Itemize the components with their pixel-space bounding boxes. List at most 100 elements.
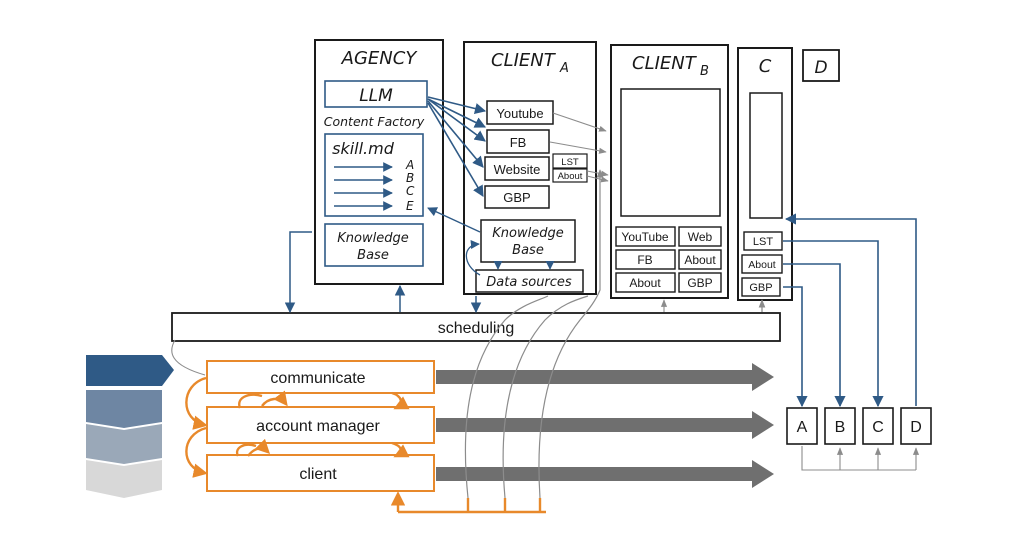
role-client-label: client xyxy=(299,466,337,483)
client-c-panel: C LST About GBP xyxy=(737,47,793,301)
client-c-screen xyxy=(749,92,783,219)
client-a-data-sources-box xyxy=(475,269,584,293)
gbp-to-output-a-arrow xyxy=(783,286,808,408)
gray-arrow xyxy=(552,112,607,132)
client-a-lst-box xyxy=(552,153,588,169)
skill-letter-a: A xyxy=(405,158,414,172)
client-b-title: CLIENT xyxy=(632,53,698,74)
client-a-subscript: A xyxy=(559,61,569,76)
client-b-youtube-box xyxy=(615,226,676,247)
orange-loop-arrow xyxy=(185,376,208,430)
output-a-box xyxy=(786,407,818,445)
client-b-gbp-label: GBP xyxy=(687,276,712,290)
orange-curl-arrow xyxy=(391,391,410,410)
skill-letter-e: E xyxy=(406,199,414,213)
client-c-gbp-box xyxy=(741,277,781,297)
agency-knowledge-base-box xyxy=(324,223,424,267)
client-a-fb-box xyxy=(486,129,550,154)
llm-label: LLM xyxy=(359,86,393,106)
client-b-web-box xyxy=(678,226,722,247)
about-to-output-b-arrow xyxy=(783,263,846,408)
gray-arrow xyxy=(549,141,607,154)
output-bracket xyxy=(801,446,916,471)
client-a-panel: CLIENT A Youtube FB Website LST About GB… xyxy=(463,41,597,295)
output-c-label: C xyxy=(872,419,884,436)
stack-layer xyxy=(86,355,174,386)
client-b-about2-box xyxy=(615,272,676,293)
output-boxes: A B C D xyxy=(786,407,932,445)
orange-curl xyxy=(238,393,263,409)
lst-to-output-c-arrow xyxy=(783,240,884,408)
client-c-lst-box xyxy=(743,231,783,251)
skill-letter-c: C xyxy=(406,184,415,198)
role-account-manager: account manager xyxy=(206,406,435,444)
data-to-kb-loop-arrow xyxy=(465,239,481,276)
client-a-youtube-box xyxy=(486,100,554,125)
llm-arrow-youtube xyxy=(427,96,487,115)
client-d-title: D xyxy=(814,58,827,78)
skill-md-label: skill.md xyxy=(332,139,395,158)
client-a-website-label: Website xyxy=(494,162,541,177)
client-a-gbp-box xyxy=(484,185,550,209)
flow-arrow-account-manager xyxy=(436,411,774,439)
stack-layer xyxy=(86,460,162,498)
llm-arrow-website xyxy=(427,100,484,168)
client-kb-to-skill-arrow xyxy=(427,207,481,233)
client-b-fb-label: FB xyxy=(637,253,652,267)
orange-loop-arrow xyxy=(185,426,208,478)
stack-layer xyxy=(86,424,162,464)
client-c-gbp-label: GBP xyxy=(749,282,772,294)
orange-curl-arrow xyxy=(247,438,271,457)
client-c-title: C xyxy=(759,56,772,77)
client-c-about-box xyxy=(741,254,783,274)
client-c-lst-label: LST xyxy=(753,236,773,248)
flow-arrow-communicate xyxy=(436,363,774,391)
output-c-box xyxy=(862,407,894,445)
agency-knowledge-label: Knowledge xyxy=(337,231,408,246)
client-a-to-b-arrows xyxy=(549,112,609,183)
client-b-gbp-box xyxy=(678,272,722,293)
client-a-title: CLIENT xyxy=(491,50,557,71)
output-d-label: D xyxy=(910,419,922,436)
client-c-about-label: About xyxy=(748,259,776,271)
agency-panel: AGENCY LLM Content Factory skill.md A B … xyxy=(314,39,444,285)
orange-curl-arrow xyxy=(391,441,410,458)
client-b-screen xyxy=(620,88,721,217)
client-b-web-label: Web xyxy=(688,230,713,244)
llm-arrow-extra xyxy=(427,98,487,128)
scheduling-bar: scheduling xyxy=(171,312,781,342)
client-a-about-label: About xyxy=(558,171,583,182)
client-a-fb-label: FB xyxy=(510,135,527,150)
agency-to-scheduling-arrow xyxy=(284,231,312,314)
client-a-data-sources-label: Data sources xyxy=(486,275,572,290)
content-factory-label: Content Factory xyxy=(324,114,425,129)
feedback-curve xyxy=(502,295,589,499)
feedback-curve xyxy=(538,169,604,499)
role-client: client xyxy=(206,454,435,492)
client-a-knowledge-base-box xyxy=(480,219,576,263)
stack-layer xyxy=(86,390,162,428)
orange-curl-arrow xyxy=(261,390,288,407)
output-d-to-client-c-arrow xyxy=(784,213,917,406)
client-b-panel: CLIENT B YouTube Web FB About About GBP xyxy=(610,44,729,299)
client-b-about-label: About xyxy=(684,253,716,267)
feedback-curve xyxy=(464,295,549,499)
agency-title: AGENCY xyxy=(341,48,419,69)
skill-md-box xyxy=(324,133,424,217)
client-a-knowledge-label: Knowledge xyxy=(492,226,563,241)
client-d-panel: D xyxy=(802,49,840,82)
skill-letter-b: B xyxy=(406,171,414,185)
llm-box xyxy=(324,80,428,108)
client-b-about2-label: About xyxy=(629,276,661,290)
output-a-label: A xyxy=(797,419,808,436)
output-b-box xyxy=(824,407,856,445)
output-d-box xyxy=(900,407,932,445)
client-b-about-box xyxy=(678,249,722,270)
skill-arrows xyxy=(334,162,393,211)
agency-base-label: Base xyxy=(357,248,389,263)
role-communicate: communicate xyxy=(206,360,435,394)
flow-arrow-client xyxy=(436,460,774,488)
client-b-fb-box xyxy=(615,249,676,270)
llm-to-channel-arrows xyxy=(427,96,487,197)
